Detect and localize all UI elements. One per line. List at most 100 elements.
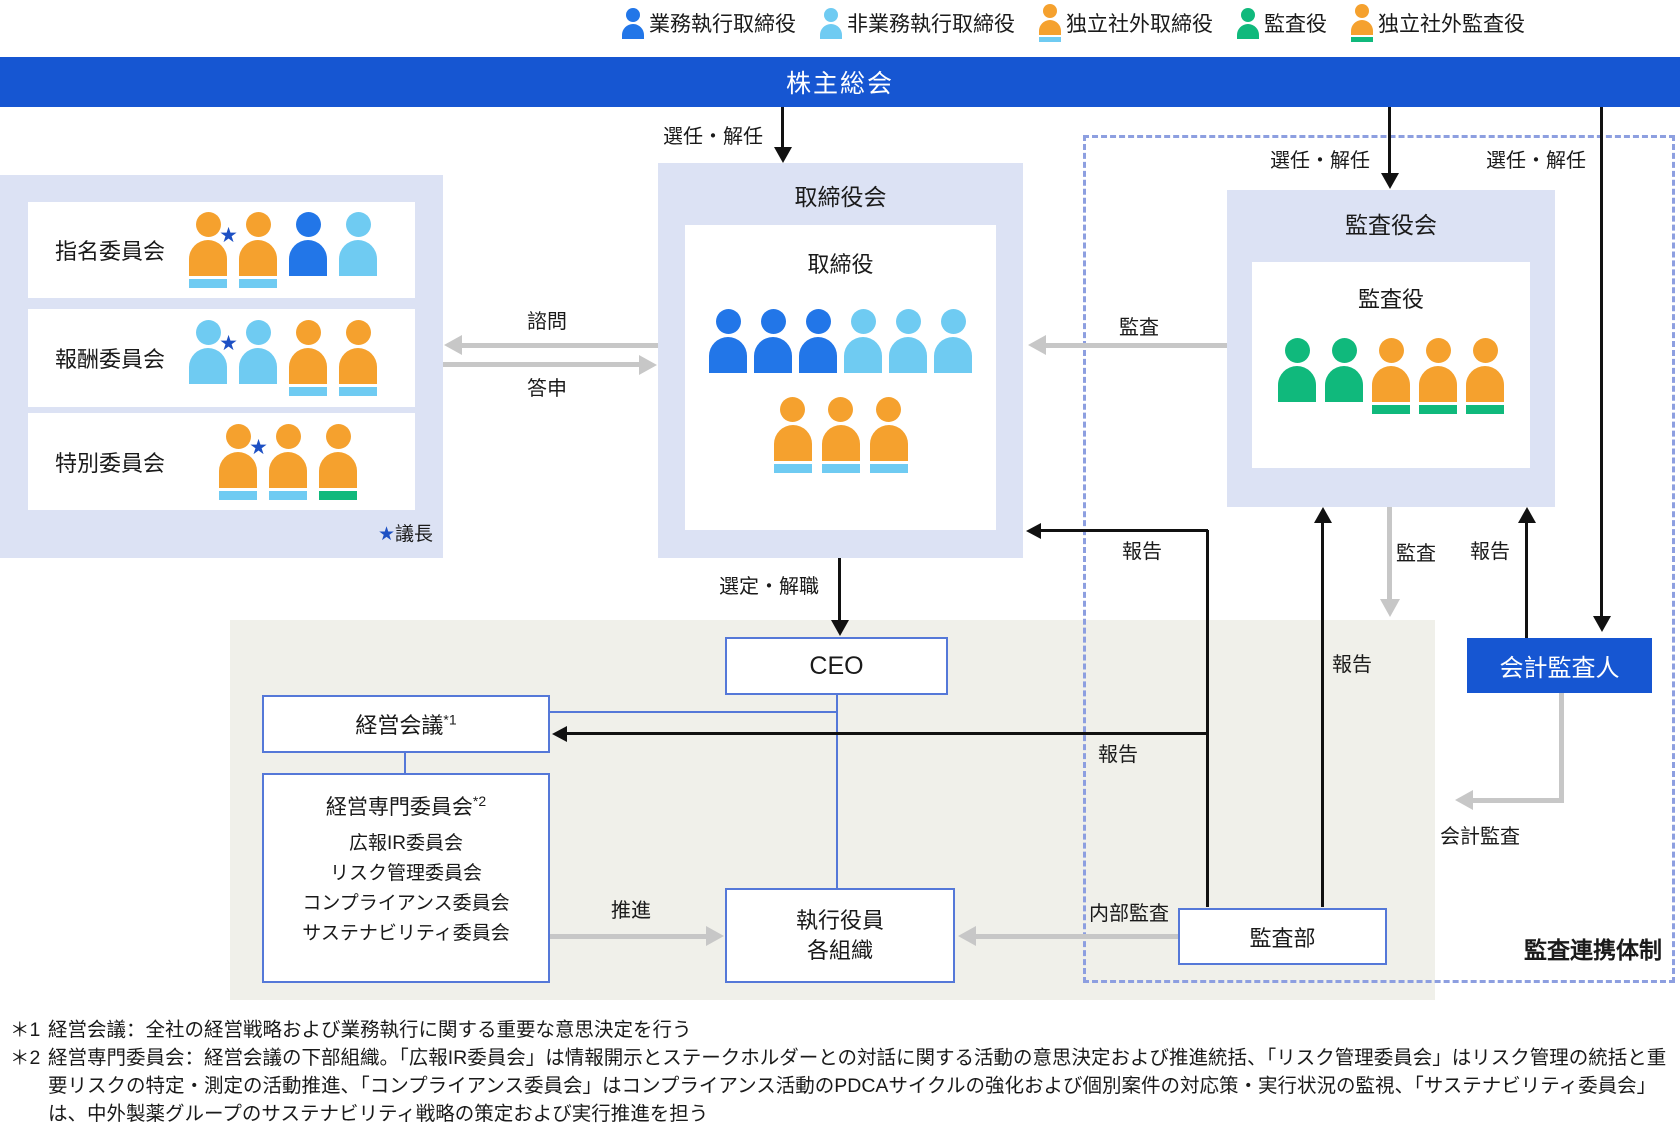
- arrow-accauditor-to-auditboard-head: [1518, 507, 1536, 523]
- arrow-consult-line: [462, 343, 658, 348]
- auditors-row: [1252, 338, 1530, 414]
- legend-item-label: 独立社外監査役: [1378, 13, 1525, 36]
- footnote-1-marker: ＊1: [10, 1019, 41, 1041]
- connector-ceo-to-exec: [836, 695, 838, 888]
- person-exec-icon: [709, 309, 747, 373]
- shareholders-meeting-bar: 株主総会: [0, 57, 1680, 107]
- arrow-promote-line: [550, 934, 706, 939]
- label-report-back: 答申: [527, 378, 567, 400]
- arrow-reportback-line: [443, 362, 639, 367]
- line-auditdept-up: [1206, 530, 1209, 907]
- label-appoint-left: 選任・解任: [663, 126, 763, 148]
- chair-note-label: 議長: [394, 524, 433, 545]
- person-outside-icon: [869, 397, 908, 473]
- person-exec-icon: [289, 212, 327, 276]
- person-nonexec-icon: [844, 309, 882, 373]
- compensation-committee: 報酬委員会 ★: [28, 309, 415, 407]
- legend-item-outside_auditor: 独立社外監査役: [1351, 4, 1525, 42]
- person-auditor-icon: [1278, 338, 1316, 402]
- arrow-audit-board-head: [1028, 335, 1046, 355]
- management-meeting-box: 経営会議*1: [262, 695, 550, 753]
- executive-officers-line1: 執行役員: [795, 907, 884, 933]
- person-nonexec-icon: [339, 212, 377, 276]
- special-committee-label: 特別委員会: [55, 450, 166, 476]
- compensation-committee-members: ★: [189, 320, 377, 396]
- directors-label: 取締役: [807, 252, 874, 277]
- legend-item-nonexec: 非業務執行取締役: [820, 7, 1015, 39]
- person-auditor-icon: [1237, 7, 1259, 39]
- line-report-to-mgmt: [566, 732, 1208, 735]
- ceo-box: CEO: [725, 637, 948, 695]
- accounting-auditor-label: 会計監査人: [1499, 655, 1620, 682]
- arrow-board-to-ceo: [838, 558, 841, 620]
- arrow-audit-exec-head: [1380, 599, 1400, 617]
- chair-star-icon: ★: [219, 224, 238, 247]
- committees-panel: 指名委員会 ★ 報酬委員会 ★ 特別委員会 ★ ★議長: [0, 175, 443, 558]
- footnotes: ＊1 経営会議：全社の経営戦略および業務執行に関する重要な意思決定を行う ＊2 …: [10, 1016, 1674, 1128]
- label-report-board: 報告: [1122, 541, 1162, 563]
- label-audit-board: 監査: [1119, 317, 1159, 339]
- legend-item-outside: 独立社外取締役: [1039, 4, 1213, 42]
- accounting-auditor-box: 会計監査人: [1467, 638, 1652, 693]
- person-exec-icon: [799, 309, 837, 373]
- directors-inner-box: 取締役: [685, 225, 996, 530]
- audit-board-title: 監査役会: [1345, 212, 1437, 238]
- person-exec-icon: [754, 309, 792, 373]
- label-select-dismiss: 選定・解職: [719, 576, 819, 598]
- arrow-shareholders-to-auditboard: [1388, 107, 1391, 173]
- management-committees-box: 経営専門委員会*2 広報IR委員会 リスク管理委員会 コンプライアンス委員会 サ…: [262, 773, 550, 983]
- legend-item-exec: 業務執行取締役: [622, 7, 796, 39]
- arrow-shareholders-to-board-head: [774, 147, 792, 163]
- arrow-accaudit-vline: [1559, 693, 1564, 803]
- arrow-report-to-board-head: [1026, 523, 1041, 539]
- shareholders-meeting-label: 株主総会: [785, 70, 894, 98]
- connector-mgmt-to-committees: [404, 753, 406, 773]
- label-promote: 推進: [611, 900, 651, 922]
- person-nonexec-icon: ★: [189, 320, 238, 384]
- committee-item-pr-ir: 広報IR委員会: [348, 833, 463, 854]
- arrow-accaudit-head: [1455, 790, 1473, 810]
- person-outside-icon: [339, 320, 377, 396]
- arrow-shareholders-to-accauditor: [1600, 107, 1603, 616]
- arrow-audit-board-line: [1046, 343, 1227, 348]
- person-outside-icon: ★: [189, 212, 238, 288]
- legend-item-label: 監査役: [1264, 13, 1327, 36]
- board-of-directors-box: 取締役会 取締役: [658, 163, 1023, 558]
- person-outside-icon: [269, 423, 307, 500]
- connector-mgmt-to-ceo-line: [550, 711, 837, 713]
- arrow-board-to-ceo-head: [831, 620, 849, 636]
- arrow-reportback-head: [639, 355, 657, 375]
- label-audit-exec: 監査: [1396, 543, 1436, 565]
- person-outside_auditor-icon: [1419, 338, 1457, 414]
- footnote-2-text: 経営専門委員会：経営会議の下部組織。「広報IR委員会」は情報開示とステークホルダ…: [48, 1047, 1667, 1125]
- line-report-to-board: [1040, 529, 1208, 532]
- person-outside_auditor-icon: [1372, 338, 1410, 414]
- label-appoint-mid: 選任・解任: [1270, 150, 1370, 172]
- person-outside-icon: [1039, 4, 1061, 42]
- audit-cooperation-label: 監査連携体制: [1524, 937, 1662, 963]
- audit-board-box: 監査役会 監査役: [1227, 190, 1555, 507]
- person-nonexec-icon: [820, 7, 842, 39]
- legend-item-label: 業務執行取締役: [649, 13, 796, 36]
- arrow-internal-audit-line: [976, 934, 1178, 939]
- special-committee-members: ★: [219, 423, 357, 500]
- legend: 業務執行取締役 非業務執行取締役独立社外取締役 監査役 独立社外監査役: [622, 2, 1525, 44]
- committee-item-risk: リスク管理委員会: [329, 863, 482, 884]
- directors-row2: [685, 397, 996, 473]
- auditors-label: 監査役: [1357, 287, 1424, 312]
- person-auditor-icon: [1325, 338, 1363, 402]
- committee-item-compliance: コンプライアンス委員会: [302, 893, 510, 914]
- audit-department-label: 監査部: [1249, 925, 1316, 951]
- auditors-inner-box: 監査役: [1252, 262, 1530, 468]
- label-report-auditboard: 報告: [1332, 654, 1372, 676]
- executive-officers-line2: 各組織: [806, 937, 873, 963]
- person-exec-icon: [622, 7, 644, 39]
- person-nonexec-icon: [239, 320, 277, 384]
- arrow-shareholders-to-board: [781, 107, 784, 147]
- arrow-shareholders-to-auditboard-head: [1381, 173, 1399, 189]
- footnote-2: ＊2 経営専門委員会：経営会議の下部組織。「広報IR委員会」は情報開示とステーク…: [10, 1044, 1674, 1128]
- arrow-shareholders-to-accauditor-head: [1593, 616, 1611, 632]
- board-of-directors-title: 取締役会: [794, 184, 887, 210]
- audit-department-box: 監査部: [1178, 908, 1387, 965]
